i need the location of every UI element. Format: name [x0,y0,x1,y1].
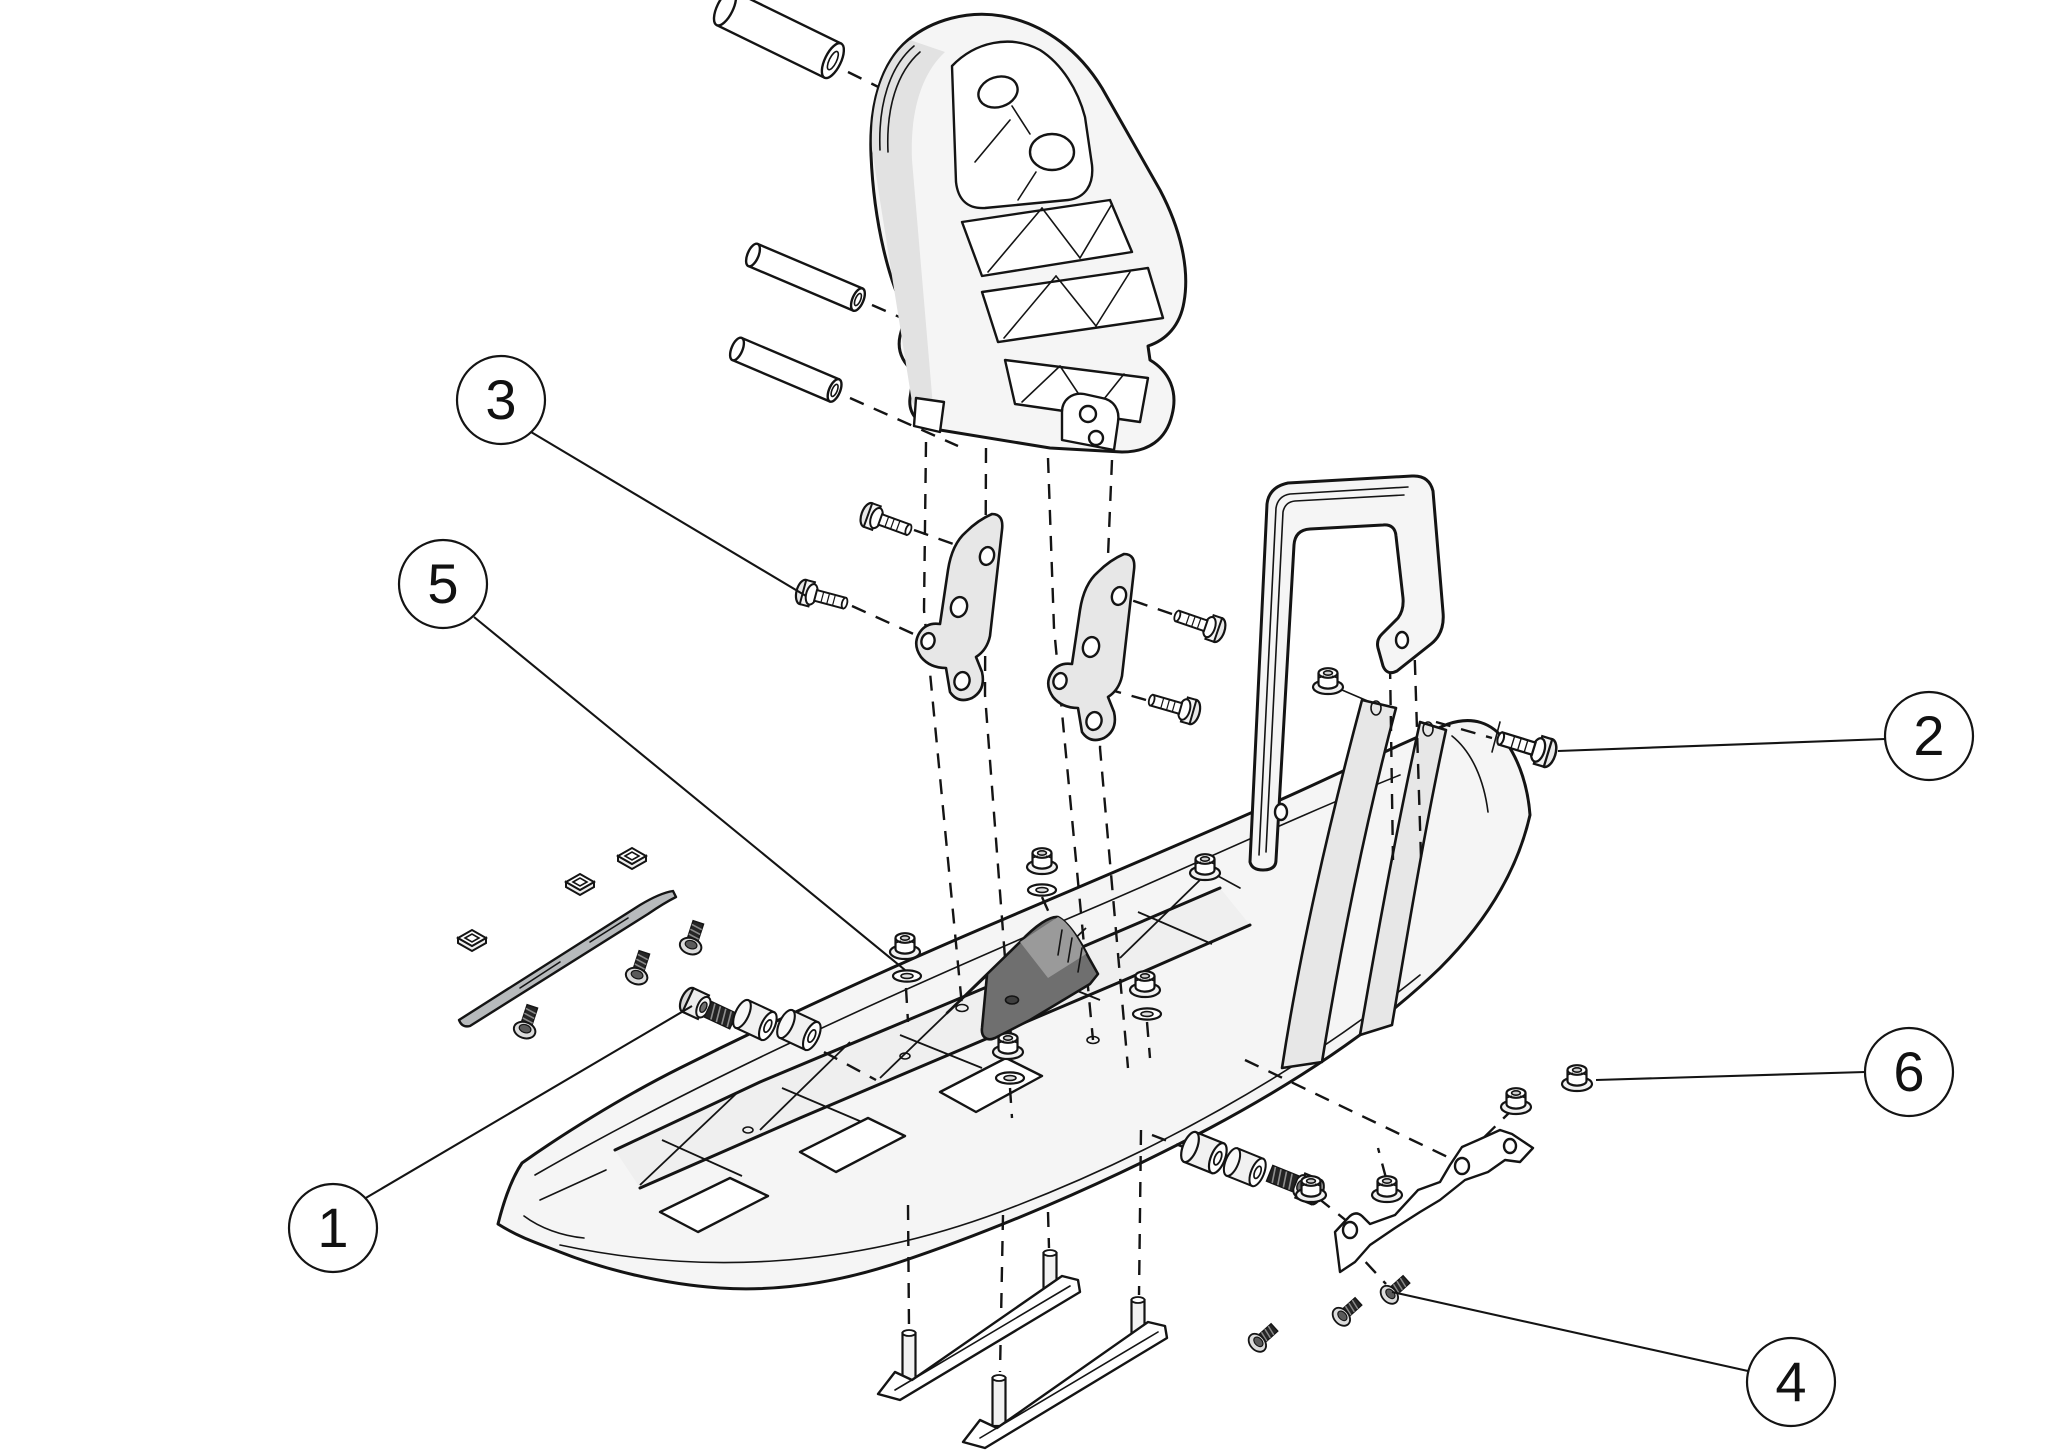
washer-4 [994,1071,1026,1085]
mounting-plate-2 [1046,552,1136,742]
washer-2 [1026,883,1058,897]
spacer-tube-2 [744,242,867,312]
callouts: 1 2 3 4 5 6 [287,354,1975,1428]
handle-mount-ribs [1280,698,1448,1070]
plate-bolt-leader3 [792,577,852,617]
washer-leader5 [891,969,923,983]
deck-hardware [888,667,1371,1085]
spacer-tube-1 [712,0,846,80]
button-screw-2 [676,917,710,959]
flange-nut-leader5 [888,932,922,961]
rear-screw-2 [1328,1292,1367,1331]
rear-screw-leader4 [1376,1270,1415,1309]
spacer-tube-3 [728,336,843,403]
callout-3: 3 [455,354,807,597]
plate-bolt-lower-right [1144,686,1204,727]
bushing-right-2 [1219,1144,1271,1190]
callout-3-number: 3 [485,368,516,431]
runner-skag-1 [876,1248,1082,1402]
runners [876,1248,1169,1450]
square-nut-2 [565,873,595,896]
mounting-plate-1 [914,512,1004,702]
ski-leg-spindle [869,12,1188,454]
square-nut-3 [457,929,487,952]
plate-bolt-upper-left [856,499,917,544]
spacer-tubes [712,0,867,403]
rear-screw-1 [1244,1318,1283,1357]
rear-bracket [1333,1128,1535,1274]
rear-bracket-group [1244,1064,1594,1357]
spindle-head-window [950,40,1094,210]
callout-6: 6 [1595,1026,1955,1118]
rear-screws [1244,1270,1415,1357]
mounting-plates [792,499,1230,742]
callout-1-number: 1 [317,1196,348,1259]
callout-2-number: 2 [1913,704,1944,767]
ski-handle-loop [1248,474,1445,872]
callout-2: 2 [1557,690,1975,782]
flange-nut-handle [1311,667,1345,696]
callout-5-number: 5 [427,552,458,615]
wear-bar [457,889,678,1028]
runner-skag-2 [961,1295,1169,1450]
callout-4: 4 [1391,1290,1837,1428]
callout-4-number: 4 [1775,1350,1806,1413]
square-nut-1 [617,847,647,870]
spindle-truss-windows [960,198,1165,424]
rear-nut-leader6 [1560,1064,1594,1093]
button-screw-3 [510,1001,544,1043]
callout-6-number: 6 [1893,1040,1924,1103]
wear-bar-group [457,847,826,1054]
flange-nut-2 [1025,847,1059,876]
washer-3 [1131,1007,1163,1021]
callout-5: 5 [397,538,906,971]
rear-nut-1 [1499,1087,1533,1116]
rear-nut-3 [1370,1175,1404,1204]
spindle-clevis [912,392,1120,452]
callout-1: 1 [287,1005,693,1274]
button-screw-1 [622,947,656,989]
rubber-damper-pad [945,915,1100,1041]
plate-bolt-upper-right [1169,602,1230,646]
